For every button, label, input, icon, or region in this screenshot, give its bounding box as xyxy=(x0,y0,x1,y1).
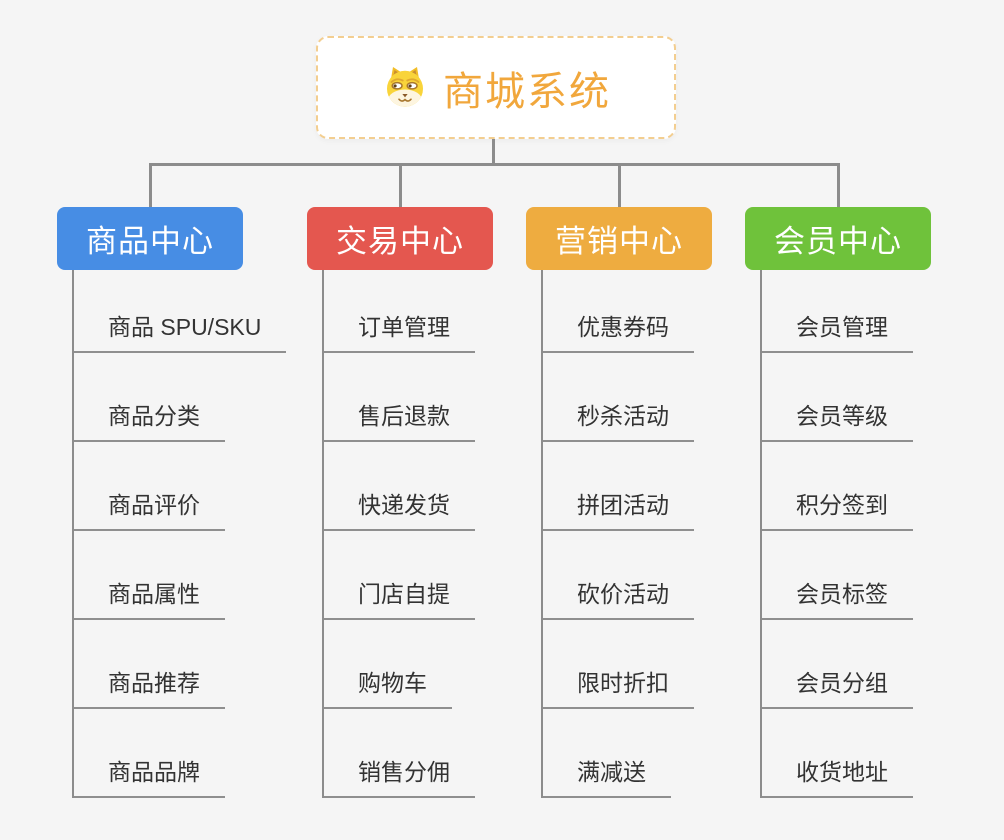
branch-1-item-3[interactable]: 门店自提 xyxy=(324,531,475,620)
connector-bus xyxy=(149,163,839,166)
branch-item-label: 会员管理 xyxy=(762,308,913,353)
branch-2-item-0[interactable]: 优惠券码 xyxy=(543,270,694,353)
branch-1: 交易中心 订单管理 售后退款 快递发货 门店自提 购物车 销售分佣 xyxy=(307,163,557,798)
branch-items-trunk: 优惠券码 秒杀活动 拼团活动 砍价活动 限时折扣 满减送 xyxy=(541,270,694,798)
branch-1-item-1[interactable]: 售后退款 xyxy=(324,353,475,442)
branch-item-label: 订单管理 xyxy=(324,308,475,353)
branch-item-label: 门店自提 xyxy=(324,575,475,620)
root-node[interactable]: 商城系统 xyxy=(316,36,676,139)
branch-3-item-1[interactable]: 会员等级 xyxy=(762,353,913,442)
branch-0-item-4[interactable]: 商品推荐 xyxy=(74,620,286,709)
branch-item-label: 快递发货 xyxy=(324,486,475,531)
branch-item-label: 商品品牌 xyxy=(74,753,225,798)
branch-item-label: 收货地址 xyxy=(762,753,913,798)
branch-header-label: 会员中心 xyxy=(774,224,902,259)
branch-item-label: 限时折扣 xyxy=(543,664,694,709)
branch-2: 营销中心 优惠券码 秒杀活动 拼团活动 砍价活动 限时折扣 满减送 xyxy=(526,163,776,798)
branch-item-label: 拼团活动 xyxy=(543,486,694,531)
branch-0-item-1[interactable]: 商品分类 xyxy=(74,353,286,442)
branch-item-label: 售后退款 xyxy=(324,397,475,442)
branch-header[interactable]: 会员中心 xyxy=(745,207,931,270)
branch-item-label: 商品推荐 xyxy=(74,664,225,709)
branch-item-label: 会员标签 xyxy=(762,575,913,620)
branch-header-label: 营销中心 xyxy=(555,224,683,259)
branch-2-item-4[interactable]: 限时折扣 xyxy=(543,620,694,709)
branch-item-label: 砍价活动 xyxy=(543,575,694,620)
branch-item-label: 商品属性 xyxy=(74,575,225,620)
branch-item-label: 商品分类 xyxy=(74,397,225,442)
branch-item-label: 购物车 xyxy=(324,664,452,709)
root-title: 商城系统 xyxy=(443,69,611,114)
branch-3-item-4[interactable]: 会员分组 xyxy=(762,620,913,709)
branch-3-item-0[interactable]: 会员管理 xyxy=(762,270,913,353)
branch-2-item-3[interactable]: 砍价活动 xyxy=(543,531,694,620)
branch-2-item-2[interactable]: 拼团活动 xyxy=(543,442,694,531)
branch-3-item-5[interactable]: 收货地址 xyxy=(762,709,913,798)
branch-item-label: 会员等级 xyxy=(762,397,913,442)
branch-item-label: 会员分组 xyxy=(762,664,913,709)
branch-3-item-2[interactable]: 积分签到 xyxy=(762,442,913,531)
branch-items-trunk: 订单管理 售后退款 快递发货 门店自提 购物车 销售分佣 xyxy=(322,270,475,798)
connector-branch-stub xyxy=(618,163,621,207)
connector-root-drop xyxy=(492,139,495,165)
branch-header[interactable]: 商品中心 xyxy=(57,207,243,270)
branch-1-item-4[interactable]: 购物车 xyxy=(324,620,475,709)
branch-3-item-3[interactable]: 会员标签 xyxy=(762,531,913,620)
branch-0: 商品中心 商品 SPU/SKU 商品分类 商品评价 商品属性 商品推荐 商品品牌 xyxy=(57,163,307,798)
branch-1-item-5[interactable]: 销售分佣 xyxy=(324,709,475,798)
branch-header[interactable]: 交易中心 xyxy=(307,207,493,270)
branch-0-item-5[interactable]: 商品品牌 xyxy=(74,709,286,798)
connector-branch-stub xyxy=(149,163,152,207)
doge-icon xyxy=(387,66,423,107)
branch-header[interactable]: 营销中心 xyxy=(526,207,712,270)
branch-0-item-2[interactable]: 商品评价 xyxy=(74,442,286,531)
branch-0-item-0[interactable]: 商品 SPU/SKU xyxy=(74,270,287,353)
branch-1-item-2[interactable]: 快递发货 xyxy=(324,442,475,531)
branch-item-label: 优惠券码 xyxy=(543,308,694,353)
branch-item-label: 秒杀活动 xyxy=(543,397,694,442)
connector-branch-stub xyxy=(837,163,840,207)
branch-1-item-0[interactable]: 订单管理 xyxy=(324,270,475,353)
branch-3: 会员中心 会员管理 会员等级 积分签到 会员标签 会员分组 收货地址 xyxy=(745,163,995,798)
branch-items-trunk: 会员管理 会员等级 积分签到 会员标签 会员分组 收货地址 xyxy=(760,270,913,798)
branch-item-label: 商品评价 xyxy=(74,486,225,531)
branch-2-item-5[interactable]: 满减送 xyxy=(543,709,694,798)
branch-item-label: 销售分佣 xyxy=(324,753,475,798)
connector-branch-stub xyxy=(399,163,402,207)
branch-item-label: 满减送 xyxy=(543,753,671,798)
branch-header-label: 商品中心 xyxy=(86,224,214,259)
branch-2-item-1[interactable]: 秒杀活动 xyxy=(543,353,694,442)
branch-items-trunk: 商品 SPU/SKU 商品分类 商品评价 商品属性 商品推荐 商品品牌 xyxy=(72,270,287,798)
branch-item-label: 积分签到 xyxy=(762,486,913,531)
branch-item-label: 商品 SPU/SKU xyxy=(74,308,287,353)
branch-0-item-3[interactable]: 商品属性 xyxy=(74,531,286,620)
branch-header-label: 交易中心 xyxy=(336,224,464,259)
